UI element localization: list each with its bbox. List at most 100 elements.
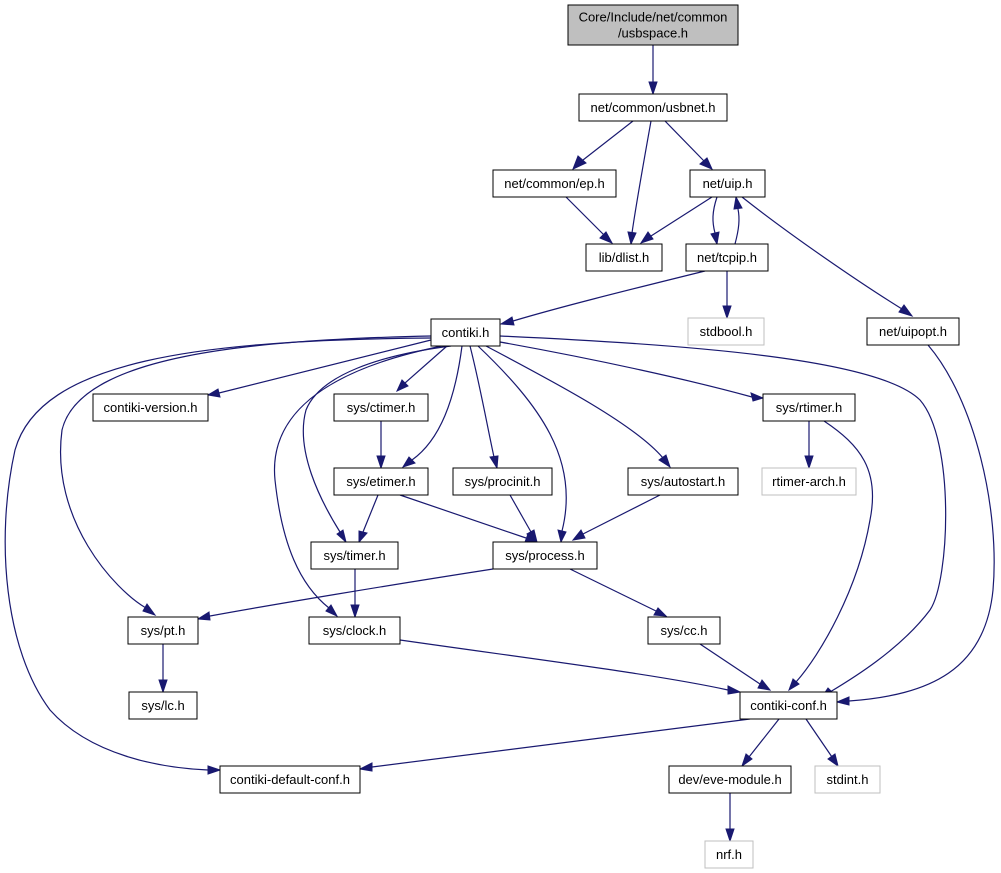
node-label: contiki-version.h <box>104 400 198 415</box>
node-label: nrf.h <box>716 847 742 862</box>
node-contiki-version[interactable]: contiki-version.h <box>92 393 209 422</box>
edge-contiki_conf-to-contiki_default_conf <box>358 718 751 772</box>
node-label: sys/autostart.h <box>641 474 726 489</box>
edge-line <box>734 208 740 245</box>
arrowhead-icon <box>750 392 765 402</box>
node-procinit[interactable]: sys/procinit.h <box>452 467 553 496</box>
node-ctimer[interactable]: sys/ctimer.h <box>333 393 429 422</box>
node-pt[interactable]: sys/pt.h <box>127 616 199 645</box>
edge-contiki-to-process <box>477 345 567 544</box>
edge-line <box>4 337 432 771</box>
edge-line <box>650 196 713 237</box>
node-box <box>333 393 429 422</box>
edge-autostart-to-process <box>571 494 661 541</box>
node-box <box>219 765 361 794</box>
node-contiki[interactable]: contiki.h <box>430 318 501 347</box>
edge-line <box>273 345 443 609</box>
edge-line <box>209 568 494 617</box>
edge-eve_module-to-nrf <box>725 793 735 843</box>
arrowhead-icon <box>727 685 742 695</box>
arrowhead-icon <box>835 696 850 706</box>
node-eve-module[interactable]: dev/eve-module.h <box>668 765 792 794</box>
arrowhead-icon <box>499 316 515 326</box>
node-label: sys/etimer.h <box>346 474 415 489</box>
node-nrf: nrf.h <box>704 840 754 869</box>
node-stdint: stdint.h <box>814 765 881 794</box>
edge-line <box>512 270 706 322</box>
edge-line <box>399 494 527 539</box>
node-box <box>127 616 199 645</box>
node-contiki-default-conf[interactable]: contiki-default-conf.h <box>219 765 361 794</box>
node-box <box>761 467 857 496</box>
node-usbspace: Core/Include/net/common/usbspace.h <box>567 4 739 46</box>
arrowhead-icon <box>489 455 499 470</box>
node-uipopt[interactable]: net/uipopt.h <box>866 317 960 346</box>
node-dlist[interactable]: lib/dlist.h <box>585 243 663 272</box>
arrowhead-icon <box>401 456 416 468</box>
edge-timer-to-clock <box>350 569 360 619</box>
node-label: sys/ctimer.h <box>347 400 416 415</box>
node-lc[interactable]: sys/lc.h <box>128 691 198 720</box>
edge-line <box>485 345 664 459</box>
edge-line <box>699 643 761 685</box>
node-clock[interactable]: sys/clock.h <box>308 616 401 645</box>
edge-line <box>569 568 657 612</box>
edge-contiki-to-contiki_default_conf <box>4 337 432 775</box>
node-label: /usbspace.h <box>618 26 688 41</box>
edge-uip-to-dlist <box>639 196 713 244</box>
arrowhead-icon <box>206 388 221 398</box>
arrowhead-icon <box>158 679 168 694</box>
edge-contiki-to-clock <box>273 345 443 618</box>
arrowhead-icon <box>557 529 567 544</box>
node-tcpip[interactable]: net/tcpip.h <box>685 243 769 272</box>
edge-line <box>509 494 532 533</box>
arrowhead-icon <box>526 529 538 544</box>
edge-usbnet-to-ep <box>572 120 634 170</box>
edge-line <box>362 494 379 533</box>
node-process[interactable]: sys/process.h <box>492 541 598 570</box>
node-box <box>762 393 856 422</box>
node-etimer[interactable]: sys/etimer.h <box>333 467 429 496</box>
node-label: contiki-default-conf.h <box>230 772 350 787</box>
edge-cc-to-contiki_conf <box>699 643 772 691</box>
node-stdbool: stdbool.h <box>687 317 765 346</box>
edge-line <box>582 494 661 535</box>
node-ep[interactable]: net/common/ep.h <box>492 169 617 198</box>
edge-contiki-to-rtimer <box>499 341 765 402</box>
edge-pt-to-lc <box>158 644 168 694</box>
node-box <box>689 169 766 198</box>
edge-line <box>712 196 718 234</box>
node-box <box>687 317 765 346</box>
arrowhead-icon <box>599 231 614 245</box>
node-usbnet[interactable]: net/common/usbnet.h <box>578 93 728 122</box>
edge-line <box>631 120 652 234</box>
node-autostart[interactable]: sys/autostart.h <box>627 467 739 496</box>
edge-line <box>582 120 634 161</box>
node-box <box>585 243 663 272</box>
edge-uipopt-to-contiki_conf <box>835 344 995 706</box>
node-timer[interactable]: sys/timer.h <box>310 541 399 570</box>
edge-contiki_conf-to-eve_module <box>741 718 780 768</box>
node-rtimer[interactable]: sys/rtimer.h <box>762 393 856 422</box>
arrowhead-icon <box>571 529 586 541</box>
node-contiki-conf[interactable]: contiki-conf.h <box>739 691 838 720</box>
edge-line <box>565 196 605 236</box>
arrowhead-icon <box>722 305 732 320</box>
edge-contiki-to-autostart <box>485 345 671 469</box>
node-uip[interactable]: net/uip.h <box>689 169 766 198</box>
edge-line <box>469 345 495 458</box>
node-box <box>333 467 429 496</box>
node-box <box>647 616 721 645</box>
node-label: contiki-conf.h <box>750 698 827 713</box>
node-cc[interactable]: sys/cc.h <box>647 616 721 645</box>
edge-contiki-to-contiki_version <box>206 339 432 398</box>
edge-line <box>741 196 903 310</box>
node-box <box>578 93 728 122</box>
edge-process-to-pt <box>196 568 494 621</box>
arrowhead-icon <box>358 762 373 772</box>
edge-line <box>399 639 729 691</box>
node-box <box>308 616 401 645</box>
edge-line <box>748 718 780 758</box>
edge-ep-to-dlist <box>565 196 614 245</box>
arrowhead-icon <box>196 611 211 621</box>
